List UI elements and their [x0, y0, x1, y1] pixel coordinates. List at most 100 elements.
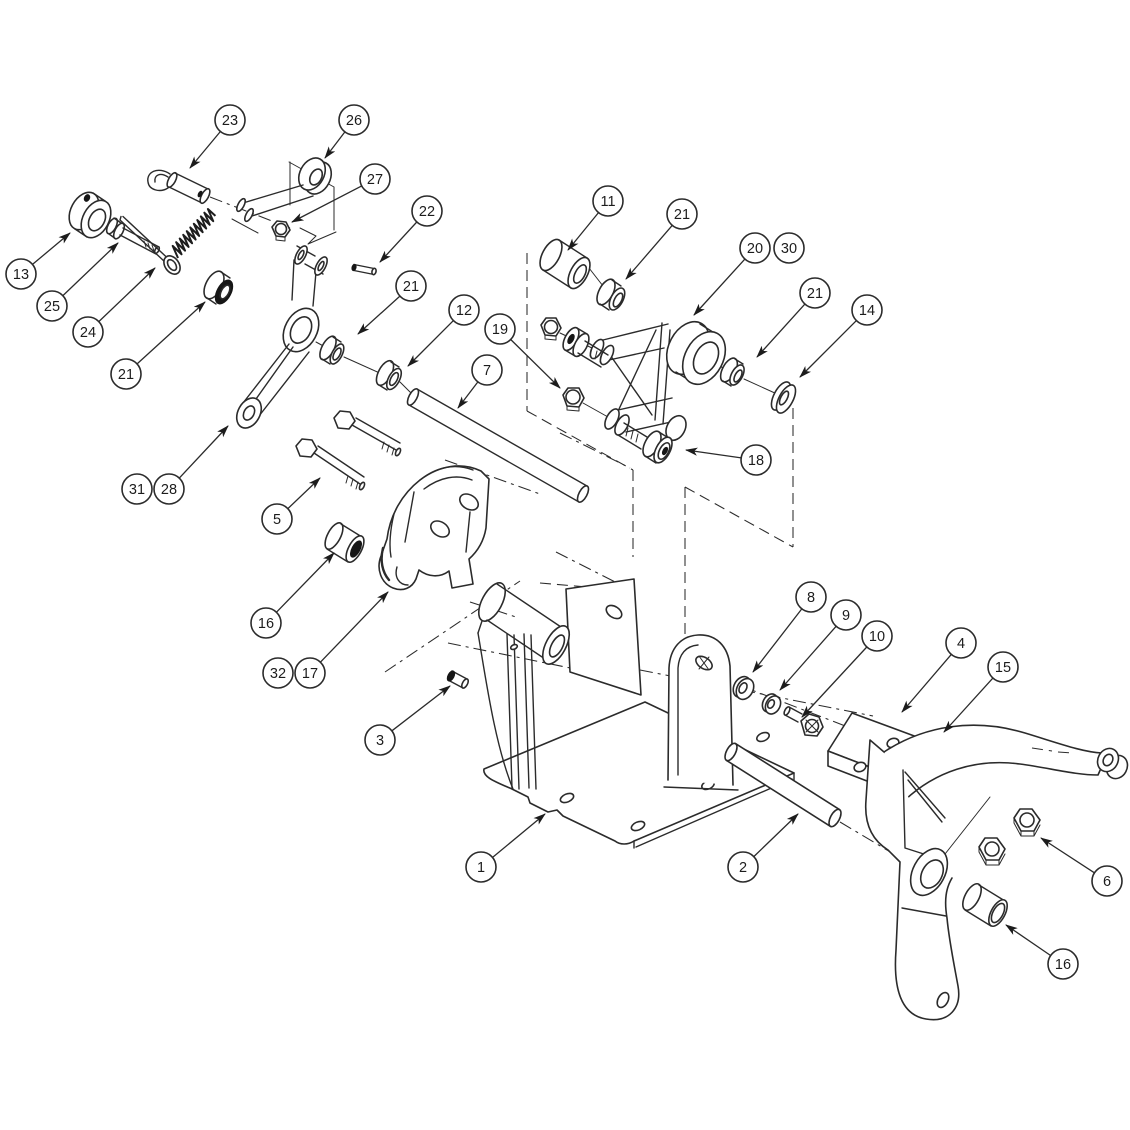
balloon-21: [395, 270, 427, 302]
balloon-number: 24: [80, 325, 96, 341]
balloon-16: [1047, 948, 1079, 980]
balloon-27: [359, 163, 391, 195]
part-nut-27: [271, 220, 291, 242]
part-bolt-5-upper: [333, 410, 402, 457]
balloon-number: 7: [483, 363, 491, 379]
part-bushing-21-mid: [319, 335, 345, 365]
balloon-number: 10: [869, 629, 885, 645]
balloon-number: 8: [807, 590, 815, 606]
part-bushing-12: [375, 359, 403, 391]
part-nut-19-upper: [540, 317, 562, 341]
balloon-28: [153, 473, 185, 505]
leader-line-25: [62, 242, 119, 297]
leader-line-11: [567, 212, 600, 251]
balloon-number: 4: [957, 636, 965, 652]
part-bellcrank-28-31: [235, 307, 320, 429]
balloon-number: 25: [44, 299, 60, 315]
balloon-30: [773, 232, 805, 264]
balloon-number: 5: [273, 512, 281, 528]
part-bushing-21-left: [203, 270, 234, 305]
leader-line-21: [136, 301, 206, 365]
leader-line-6: [1040, 837, 1095, 874]
balloon-15: [987, 651, 1019, 683]
balloon-32: [262, 657, 294, 689]
balloon-number: 30: [781, 241, 797, 257]
balloon-number: 31: [129, 482, 145, 498]
balloon-number: 2: [739, 860, 747, 876]
balloon-10: [861, 620, 893, 652]
leader-line-10: [801, 646, 868, 718]
part-nut-6-lower: [978, 837, 1006, 866]
balloon-14: [851, 294, 883, 326]
balloon-number: 18: [748, 453, 764, 469]
balloon-number: 19: [492, 322, 508, 338]
leader-line-18: [685, 447, 742, 459]
balloon-number: 13: [13, 267, 29, 283]
balloon-number: 1: [477, 860, 485, 876]
balloon-number: 15: [995, 660, 1011, 676]
balloon-8: [795, 581, 827, 613]
leader-line-21: [357, 295, 401, 335]
leader-line-5: [287, 477, 321, 510]
balloon-12: [448, 294, 480, 326]
balloon-number: 26: [346, 113, 362, 129]
part-bolt-18-lower: [617, 422, 673, 464]
part-nut-19-lower: [562, 387, 585, 412]
balloon-number: 28: [161, 482, 177, 498]
part-clevis-eyes: [291, 245, 328, 307]
part-rod-2: [724, 742, 842, 828]
leader-line-21: [625, 224, 673, 280]
leader-line-27: [291, 185, 362, 223]
leader-line-3: [391, 685, 451, 732]
balloon-5: [261, 503, 293, 535]
part-pin-22: [351, 263, 377, 276]
leader-line-7: [457, 381, 479, 409]
part-bolt-18-upper: [562, 326, 609, 368]
balloon-9: [830, 599, 862, 631]
balloon-number: 21: [403, 279, 419, 295]
balloon-7: [471, 354, 503, 386]
balloon-25: [36, 290, 68, 322]
leader-line-17: [319, 591, 389, 663]
balloon-number: 21: [674, 207, 690, 223]
part-shaft-collar-13: [68, 191, 112, 239]
part-sector-arm-15: [864, 724, 1129, 1021]
leader-line-23: [189, 131, 221, 169]
part-washer-8: [732, 675, 755, 701]
balloon-23: [214, 104, 246, 136]
leader-line-16: [276, 552, 335, 613]
part-rod-7: [406, 388, 590, 503]
part-rocker-20-30: [589, 320, 727, 442]
balloon-number: 23: [222, 113, 238, 129]
balloon-2: [727, 851, 759, 883]
balloon-number: 9: [842, 608, 850, 624]
leader-line-2: [753, 813, 799, 858]
balloon-31: [121, 473, 153, 505]
part-stud-nut-10: [783, 706, 824, 737]
leader-line-26: [324, 131, 346, 159]
balloon-number: 20: [747, 241, 763, 257]
balloon-number: 12: [456, 303, 472, 319]
balloon-number: 16: [1055, 957, 1071, 973]
part-bolt-5-lower: [295, 438, 366, 491]
balloon-21: [799, 277, 831, 309]
leader-line-20: [693, 258, 746, 316]
part-bushing-21-right2: [719, 357, 745, 387]
leader-line-12: [407, 320, 454, 367]
balloon-number: 21: [807, 286, 823, 302]
leader-line-8: [752, 608, 803, 673]
balloon-number: 16: [258, 616, 274, 632]
part-bracket-1: [477, 578, 795, 849]
leader-lines: [32, 131, 1095, 957]
part-latch-bracket-17-32: [378, 465, 490, 591]
balloon-4: [945, 627, 977, 659]
balloon-17: [294, 657, 326, 689]
part-setscrew-3: [446, 670, 470, 689]
balloon-26: [338, 104, 370, 136]
part-clevis-pin-23: [147, 169, 211, 205]
part-nut-6-upper: [1013, 808, 1041, 837]
balloon-19: [484, 313, 516, 345]
balloon-22: [411, 195, 443, 227]
